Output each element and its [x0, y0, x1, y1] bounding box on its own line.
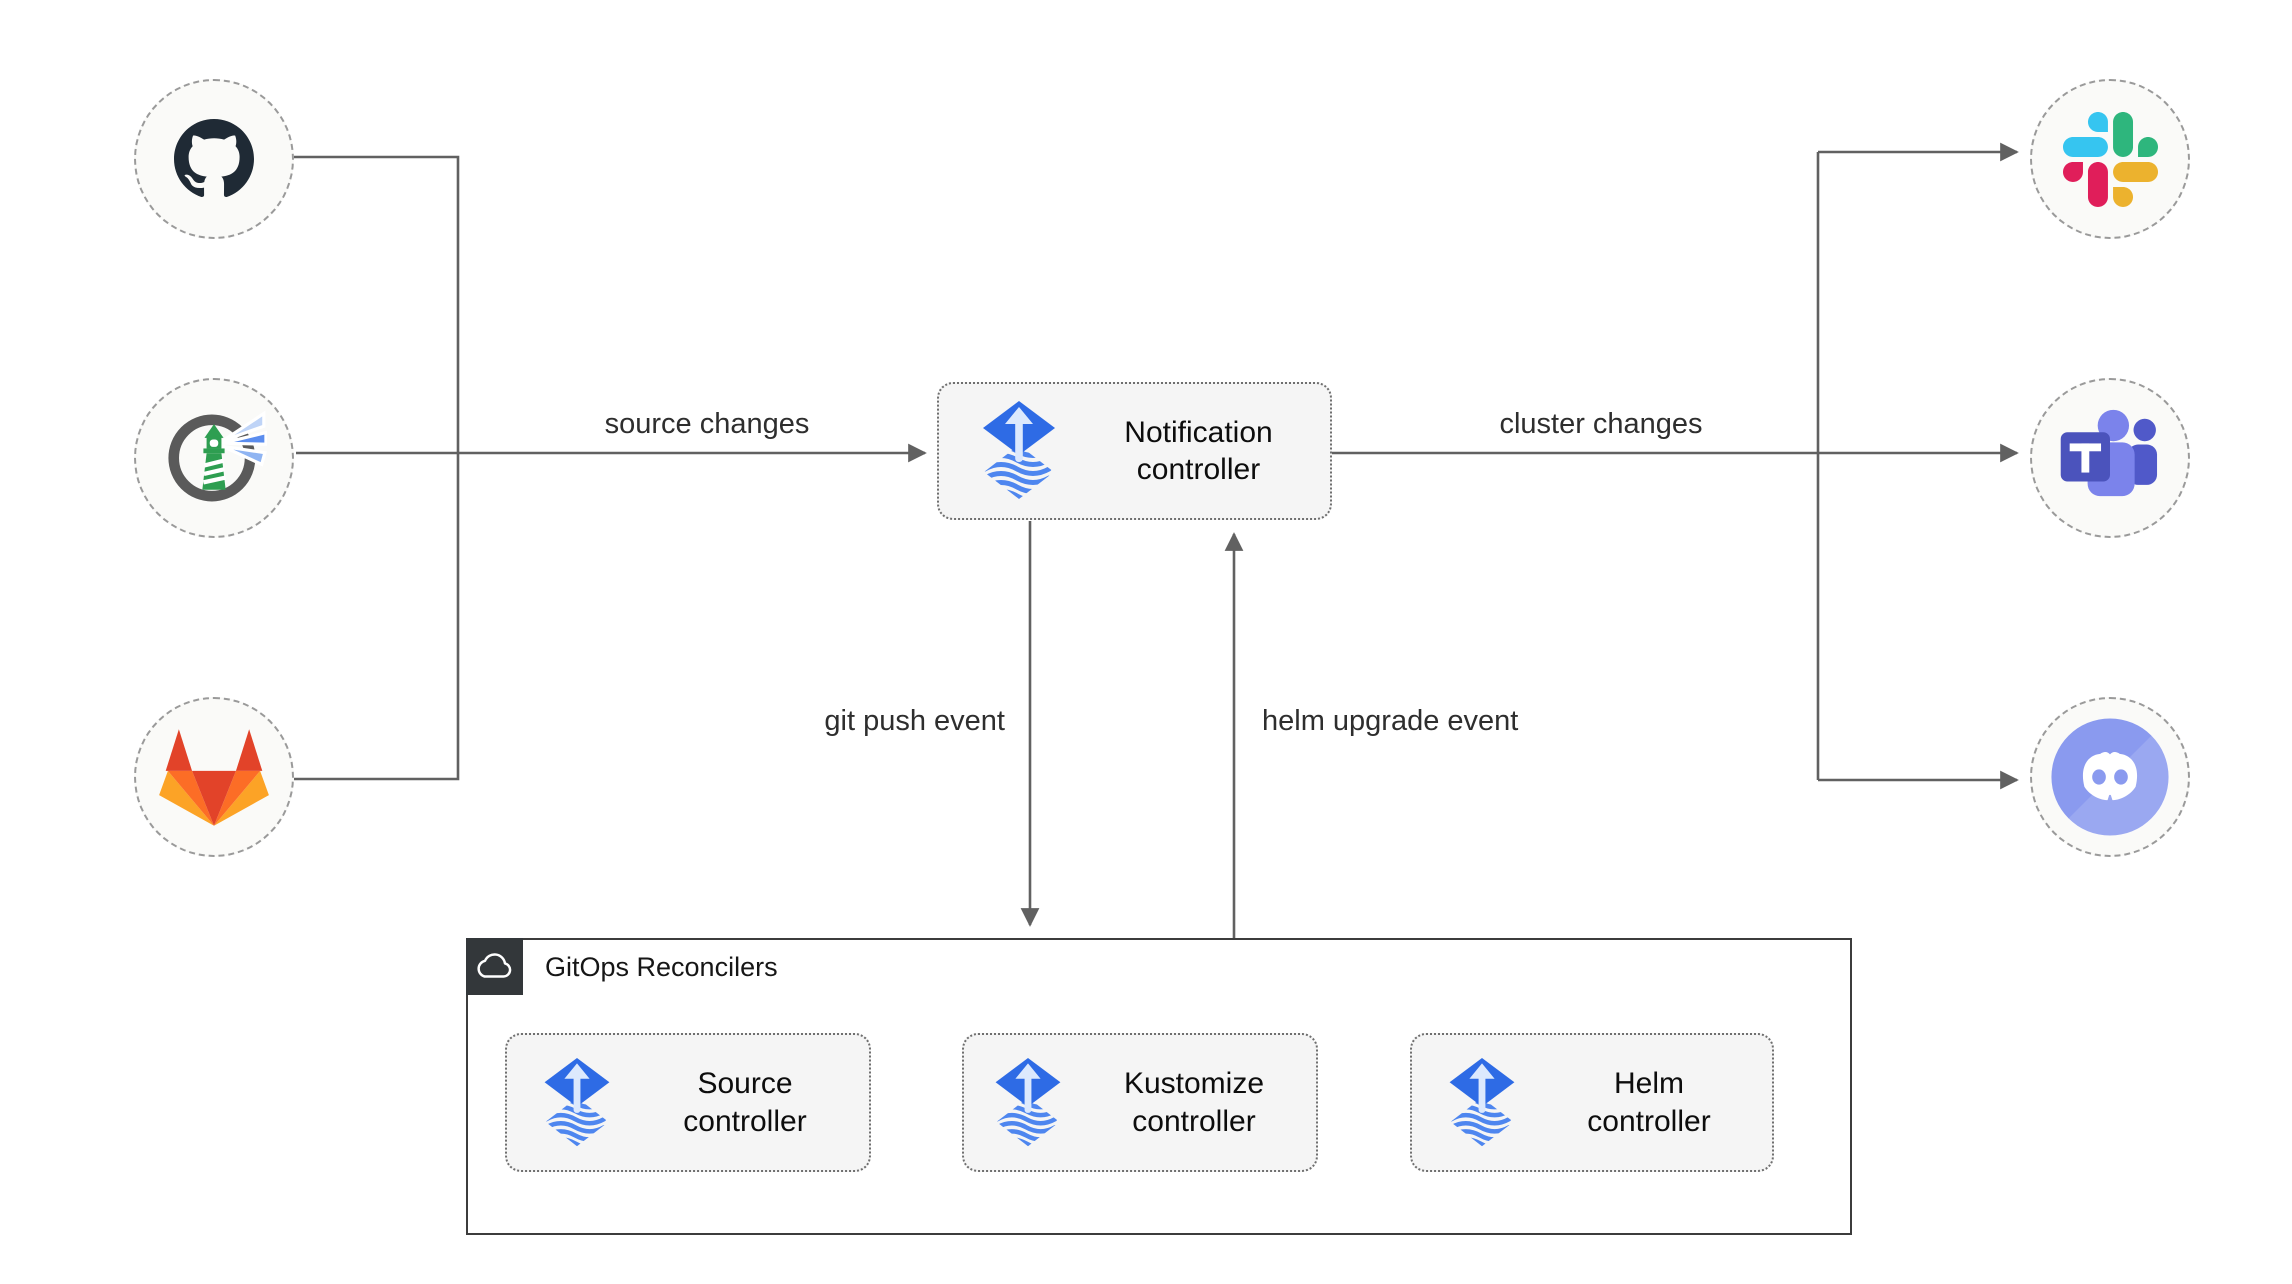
node-label: Kustomize controller [1123, 1067, 1265, 1138]
node-label: Source controller [683, 1067, 807, 1138]
endpoint-github [134, 79, 294, 239]
group-title: GitOps Reconcilers [545, 952, 778, 982]
edge-label-helm-upgrade-event: helm upgrade event [1262, 705, 1519, 737]
flux-icon [992, 1056, 1064, 1150]
node-label: Helm controller [1587, 1067, 1711, 1138]
node-kustomize-controller: Kustomize controller [962, 1033, 1318, 1172]
node-helm-controller: Helm controller [1410, 1033, 1774, 1172]
edge-label-cluster-changes: cluster changes [1499, 408, 1703, 440]
node-label: Notification controller [1124, 415, 1273, 487]
endpoint-gitlab [134, 697, 294, 857]
endpoint-slack [2030, 79, 2190, 239]
node-notification-controller: Notification controller [937, 382, 1332, 520]
endpoint-teams [2030, 378, 2190, 538]
group-badge [466, 938, 523, 995]
cloud-icon [476, 952, 511, 978]
discord-icon [2051, 718, 2171, 838]
github-icon [174, 119, 254, 198]
lighthouse-icon [168, 410, 267, 502]
flux-icon [979, 399, 1059, 503]
slack-icon [2062, 111, 2158, 207]
node-source-controller: Source controller [505, 1033, 871, 1172]
flux-icon [541, 1056, 613, 1150]
flux-icon [1446, 1056, 1518, 1150]
endpoint-lighthouse [134, 378, 294, 538]
gitlab-icon [159, 728, 269, 826]
edge-gitlab-trunk [294, 453, 460, 781]
edge-github-trunk [294, 155, 460, 453]
teams-icon [2060, 409, 2158, 497]
endpoint-discord [2030, 697, 2190, 857]
edge-label-source-changes: source changes [604, 408, 810, 440]
edge-label-git-push-event: git push event [824, 705, 1005, 737]
